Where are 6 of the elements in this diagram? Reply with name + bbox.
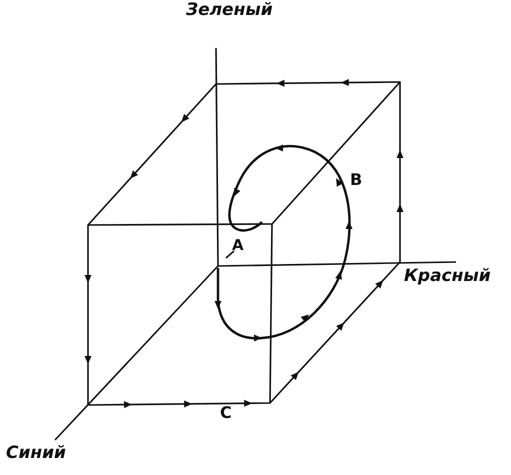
axis-label: B [350, 172, 362, 188]
axis-label: Синий [6, 445, 66, 462]
axis-label: Зеленый [186, 2, 273, 19]
axis-label: Красный [404, 268, 491, 285]
axis-label: C [220, 405, 232, 421]
axis-label: A [232, 238, 244, 253]
